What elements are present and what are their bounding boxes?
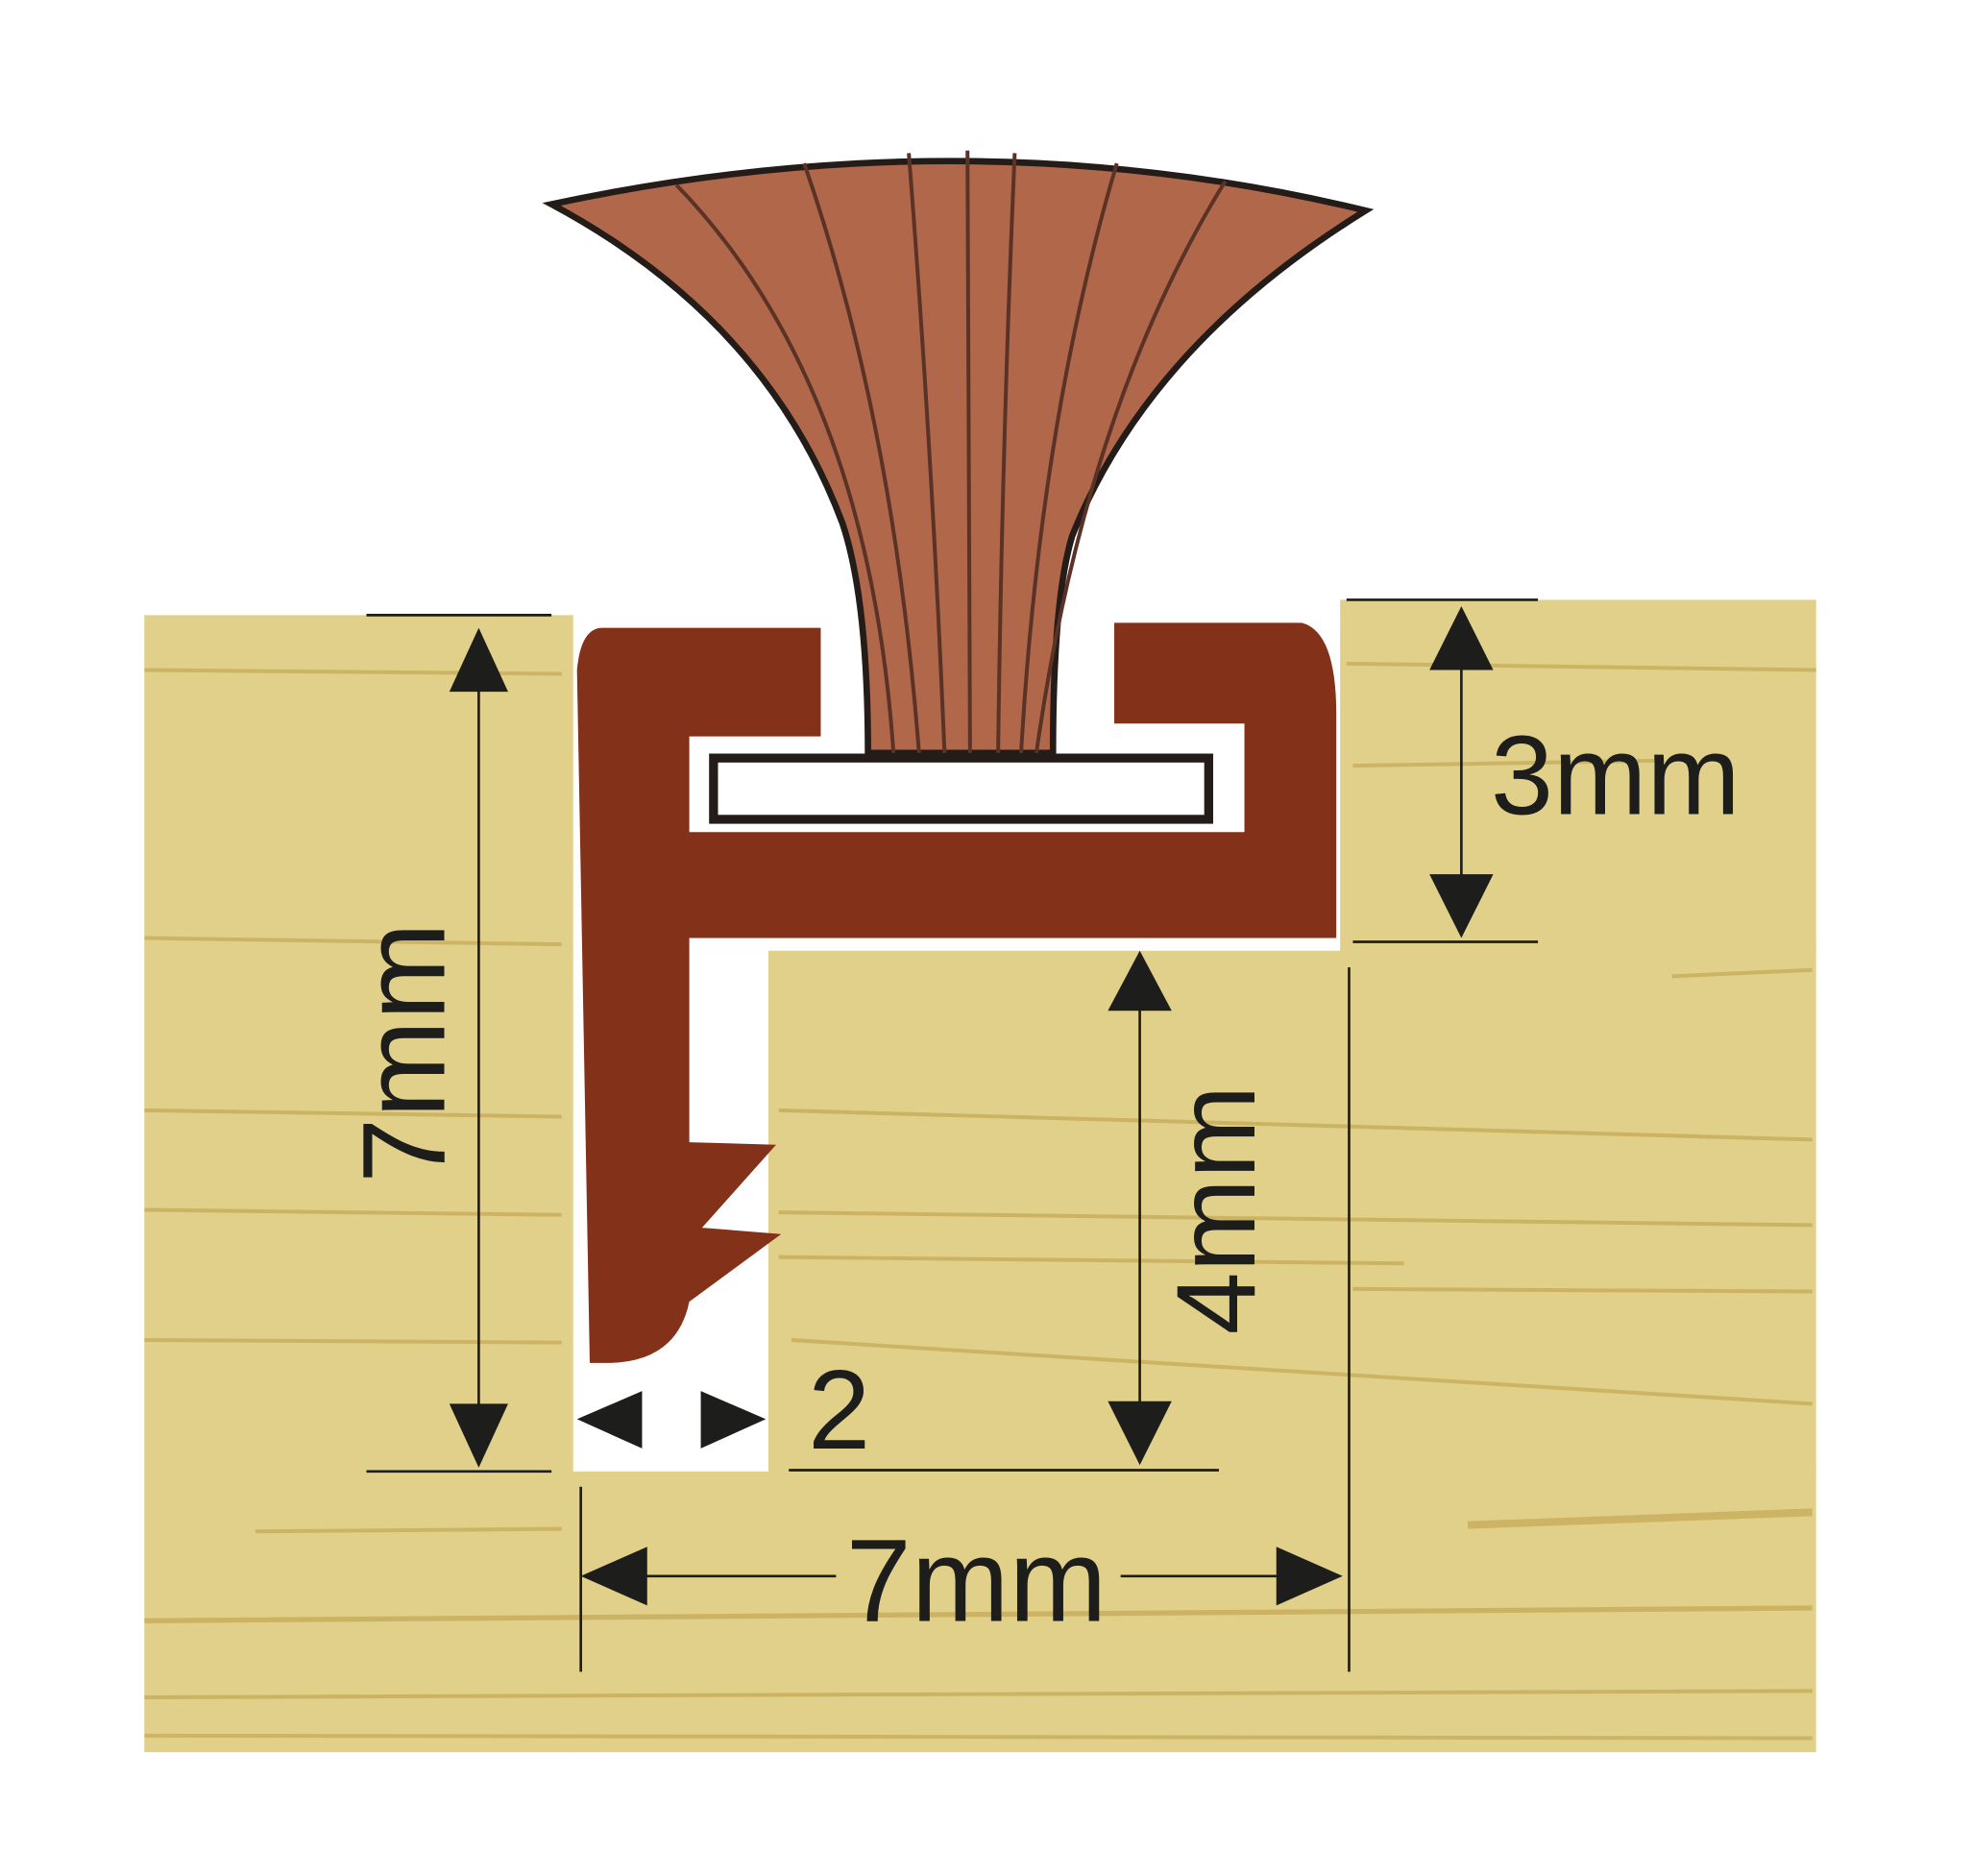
top-right-depth-label: 3mm xyxy=(1491,713,1741,839)
inner-height-label: 4mm xyxy=(1153,1085,1278,1335)
wood-grain xyxy=(144,661,1816,1741)
gap-width-label: 2 xyxy=(808,1347,870,1473)
bottom-width-label: 7mm xyxy=(846,1514,1108,1645)
carrier-profile xyxy=(576,622,1337,1363)
brush-bristles xyxy=(542,150,1375,757)
dimension-lines xyxy=(366,598,1539,1672)
left-height-label: 7mm xyxy=(338,922,470,1183)
brush-backing-strip xyxy=(709,753,1213,824)
